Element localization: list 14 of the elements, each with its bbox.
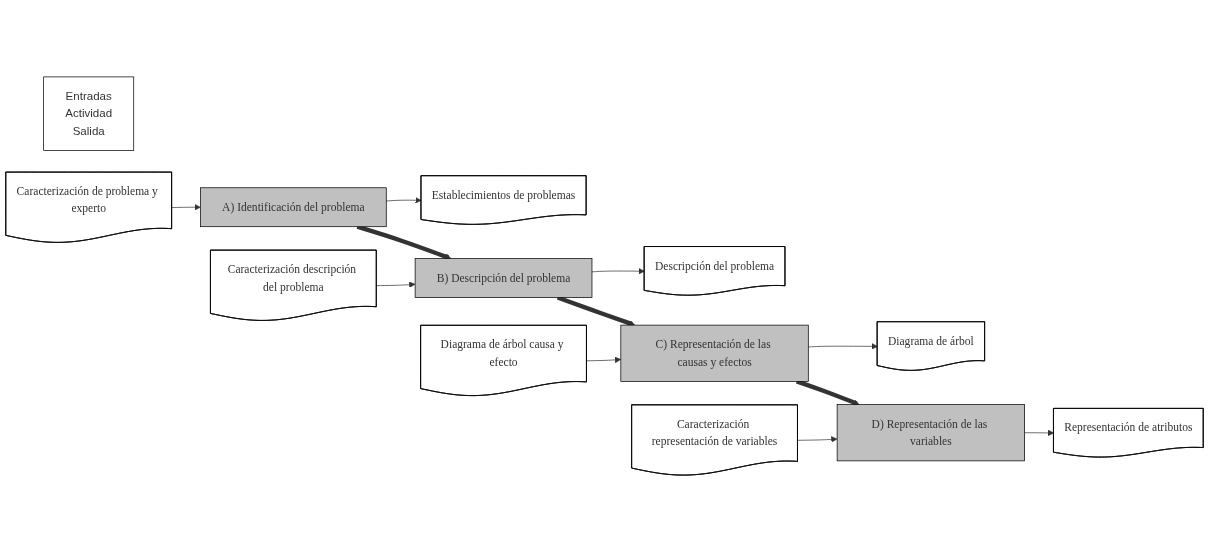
document-shape: Representación de atributos xyxy=(1053,408,1204,458)
process-box: A) Identificación del problema xyxy=(200,187,387,228)
arrow xyxy=(795,379,860,406)
document-shape: Diagrama de árbol xyxy=(876,321,985,371)
document-shape: Diagrama de árbol causa y efecto xyxy=(420,324,587,396)
process-box: Entradas Actividad Salida xyxy=(43,76,135,151)
process-box: D) Representación de las variables xyxy=(836,404,1025,462)
document-shape: Descripción del problema xyxy=(643,246,786,296)
document-shape: Caracterización descripción del problema xyxy=(210,249,377,321)
document-shape: Caracterización de problema y experto xyxy=(5,171,172,243)
process-box: C) Representación de las causas y efectos xyxy=(620,324,809,382)
process-box: B) Descripción del problema xyxy=(414,258,593,298)
document-shape: Establecimientos de problemas xyxy=(420,175,587,225)
document-shape: Caracterización representación de variables xyxy=(631,404,798,476)
